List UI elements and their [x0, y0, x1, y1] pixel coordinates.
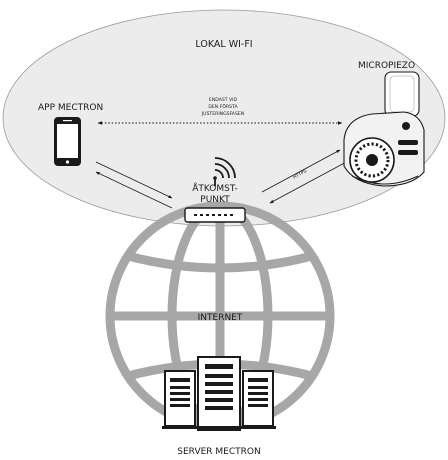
access-point-label-line1: ÅTKOMST-	[192, 182, 238, 194]
setup-note-line2: DEN FÖRSTA	[208, 103, 238, 110]
dental-device-icon	[343, 71, 425, 187]
app-to-ap-arrow	[95, 161, 173, 199]
device-label: MICROPIEZO	[358, 61, 415, 71]
ap-to-app-arrow	[95, 171, 173, 209]
server-label: SERVER MECTRON	[177, 447, 260, 457]
access-point-label-line2: PUNKT	[200, 195, 230, 205]
smartphone-icon	[54, 117, 81, 166]
wifi-zone-label: LOKAL WI-FI	[195, 39, 252, 50]
ap-to-device-arrow	[261, 149, 341, 193]
server-details	[162, 364, 276, 429]
setup-note-line3: JUSTERINGSFASEN	[201, 111, 244, 117]
router-icon	[184, 207, 246, 223]
app-label: APP MECTRON	[38, 103, 103, 113]
internet-label: INTERNET	[198, 313, 243, 323]
wifi-signal-icon	[213, 157, 236, 186]
setup-note-line1: ENDAST VID	[209, 97, 238, 103]
device-to-ap-arrow	[269, 159, 351, 204]
